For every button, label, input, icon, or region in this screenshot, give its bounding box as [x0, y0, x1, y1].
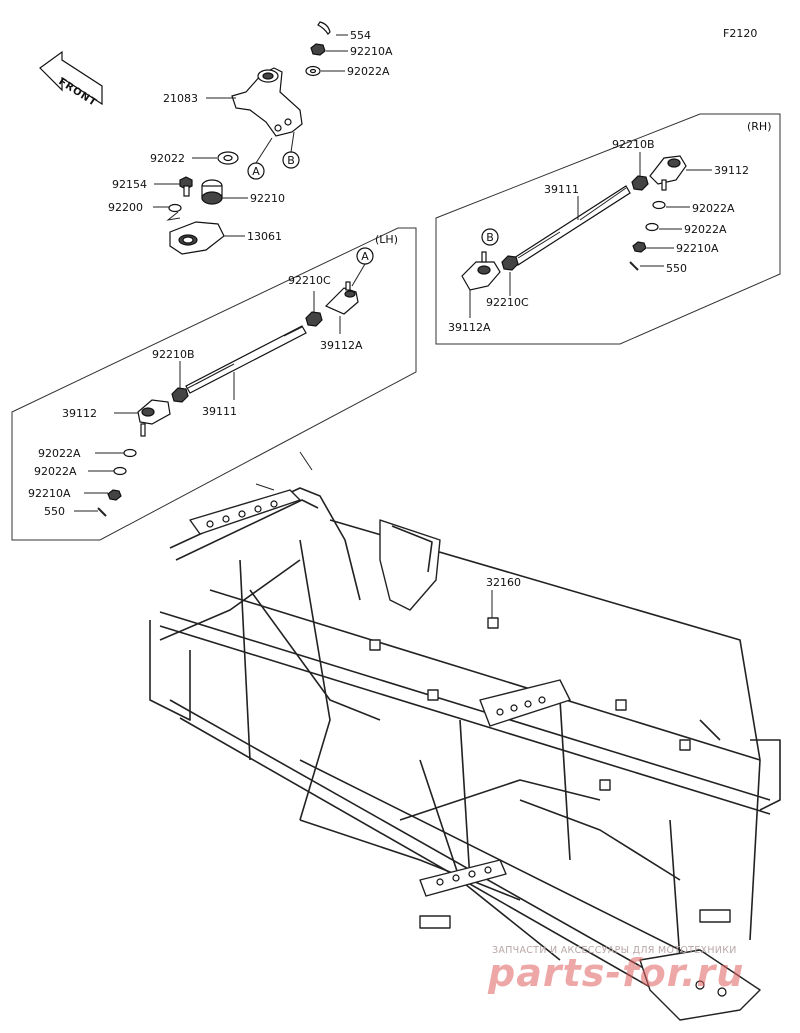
label-92210a-lh: 92210A — [28, 487, 71, 500]
washer-92022a-rh-1 — [652, 200, 666, 210]
label-39111-lh: 39111 — [202, 405, 237, 418]
label-92022a-rh-1: 92022A — [692, 202, 735, 215]
bolt-92154 — [179, 176, 193, 197]
ref-b-rh: B — [486, 231, 494, 244]
label-92200: 92200 — [108, 201, 143, 214]
label-92022a-rh-2: 92022A — [684, 223, 727, 236]
nut-92210c-rh — [501, 255, 519, 271]
label-92210: 92210 — [250, 192, 285, 205]
tie-rod-end-39112-rh — [649, 155, 687, 191]
group-label-rh: (RH) — [747, 120, 772, 133]
washer-92200 — [168, 203, 182, 213]
nut-92210a-rh — [632, 241, 647, 253]
label-39111-rh: 39111 — [544, 183, 579, 196]
nut-92210a-lh — [107, 489, 122, 501]
cotter-pin-550-lh — [97, 507, 107, 517]
tie-rod-39111-lh — [185, 325, 307, 394]
label-92210c-rh: 92210C — [486, 296, 529, 309]
nut-92210c-lh — [305, 311, 323, 327]
label-92022a-top: 92022A — [347, 65, 390, 78]
watermark-logo: parts-for.ru — [487, 951, 744, 995]
ref-a-lh: A — [361, 250, 369, 263]
label-92210a-rh: 92210A — [676, 242, 719, 255]
label-92022: 92022 — [150, 152, 185, 165]
watermark-tagline: ЗАПЧАСТИ И АКСЕССУАРЫ ДЛЯ МОТОТЕХНИКИ — [492, 945, 737, 956]
label-13061: 13061 — [247, 230, 282, 243]
tie-rod-end-39112a-lh — [324, 281, 359, 315]
ref-circle-b-rh — [481, 228, 499, 246]
ref-b-top: B — [287, 154, 295, 167]
washer-92022a-lh-1 — [123, 448, 137, 458]
tie-rod-group-lh: (LH) A — [11, 227, 417, 541]
tie-rod-39111-rh — [513, 185, 631, 266]
label-92210b-rh: 92210B — [612, 138, 655, 151]
ref-a-top: A — [252, 165, 260, 178]
label-92154: 92154 — [112, 178, 147, 191]
tie-rod-end-39112-lh — [137, 399, 171, 437]
label-550-lh: 550 — [44, 505, 65, 518]
tie-rod-group-rh: (RH) B — [435, 113, 781, 345]
label-32160: 32160 — [486, 576, 521, 589]
cotter-pin-554 — [317, 21, 331, 35]
label-550-rh: 550 — [666, 262, 687, 275]
bushing-92210 — [201, 179, 223, 205]
label-39112-lh: 39112 — [62, 407, 97, 420]
nut-92210b-lh — [171, 387, 189, 403]
washer-92022a-rh-2 — [645, 222, 659, 232]
label-92210a-top: 92210A — [350, 45, 393, 58]
label-39112a-lh: 39112A — [320, 339, 363, 352]
label-21083: 21083 — [163, 92, 198, 105]
label-39112a-rh: 39112A — [448, 321, 491, 334]
bracket-13061 — [169, 221, 225, 255]
frame-32160 — [149, 451, 781, 1021]
washer-92022a-lh-2 — [113, 466, 127, 476]
tie-rod-end-39112a-rh — [461, 251, 501, 291]
label-92022a-lh-2: 92022A — [34, 465, 77, 478]
label-92210b-lh: 92210B — [152, 348, 195, 361]
cotter-pin-550-rh — [629, 261, 639, 271]
group-box-rh — [435, 113, 781, 345]
figure-code: F2120 — [723, 27, 757, 40]
front-arrow-icon: FRONT — [39, 50, 103, 109]
label-554: 554 — [350, 29, 371, 42]
label-39112-rh: 39112 — [714, 164, 749, 177]
nut-92210b-rh — [631, 175, 649, 191]
group-box-lh — [11, 227, 417, 541]
group-label-lh: (LH) — [375, 233, 398, 246]
steering-shaft-assembly: A B — [153, 21, 348, 255]
label-92022a-lh-1: 92022A — [38, 447, 81, 460]
nut-92210a-top — [310, 43, 326, 56]
label-92210c-lh: 92210C — [288, 274, 331, 287]
